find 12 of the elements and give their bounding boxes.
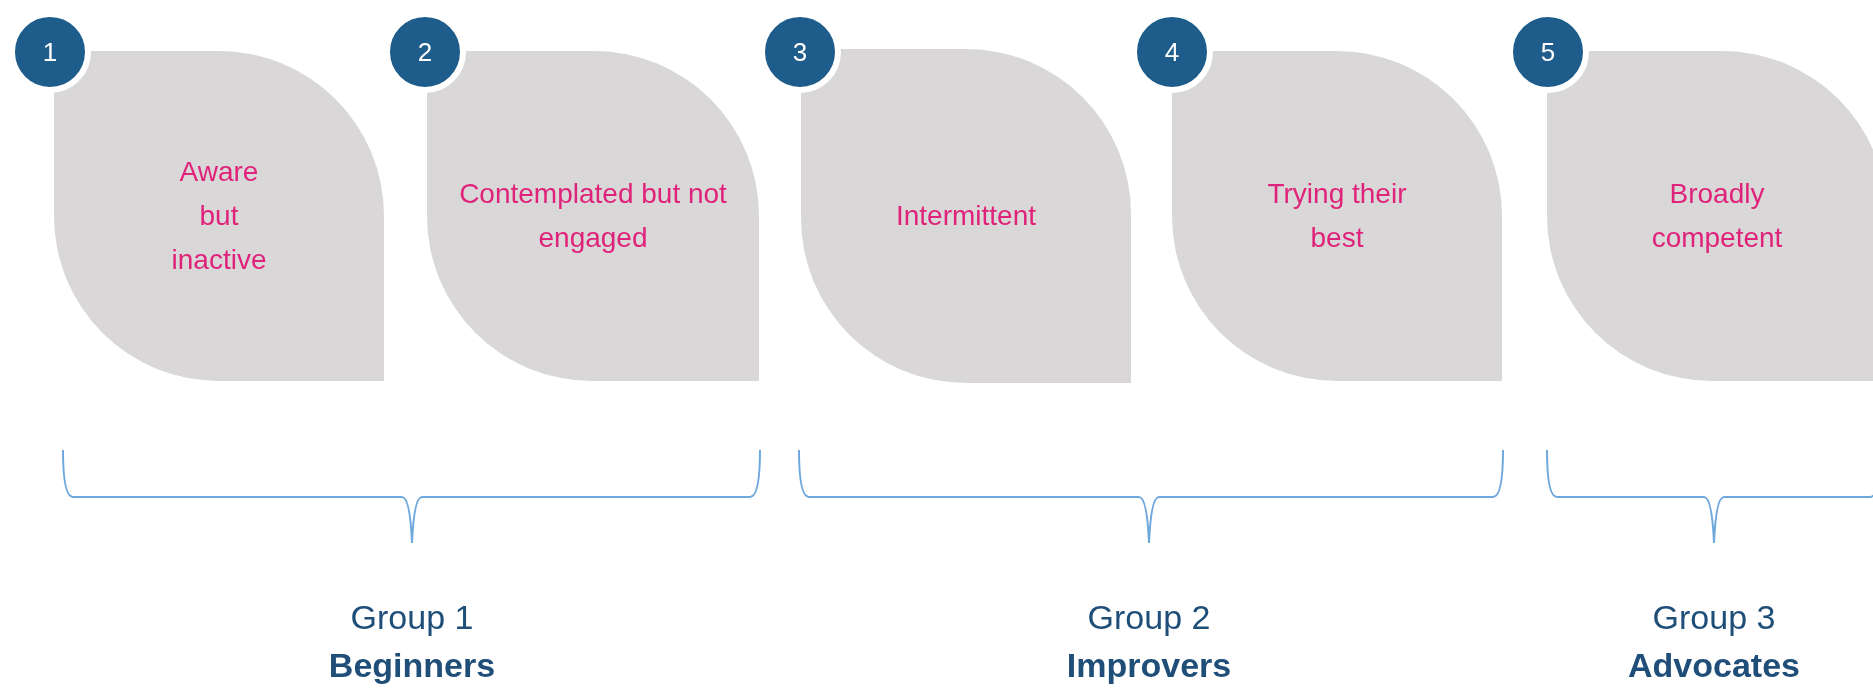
- step-text: Intermittent: [895, 199, 1037, 233]
- step-text: Contemplated but not engaged: [458, 177, 728, 255]
- group-name: Improvers: [1066, 645, 1232, 686]
- group-name: Advocates: [1628, 645, 1800, 686]
- group-number: Group 3: [1652, 597, 1776, 638]
- group-number: Group 2: [1087, 597, 1211, 638]
- step-text: Trying their best: [1266, 177, 1408, 255]
- step-card: [54, 51, 384, 381]
- group-number: Group 1: [350, 597, 474, 638]
- step-text: Broadly competent: [1650, 177, 1784, 255]
- step-text: Aware but inactive: [170, 155, 268, 277]
- group-name: Beginners: [328, 645, 496, 686]
